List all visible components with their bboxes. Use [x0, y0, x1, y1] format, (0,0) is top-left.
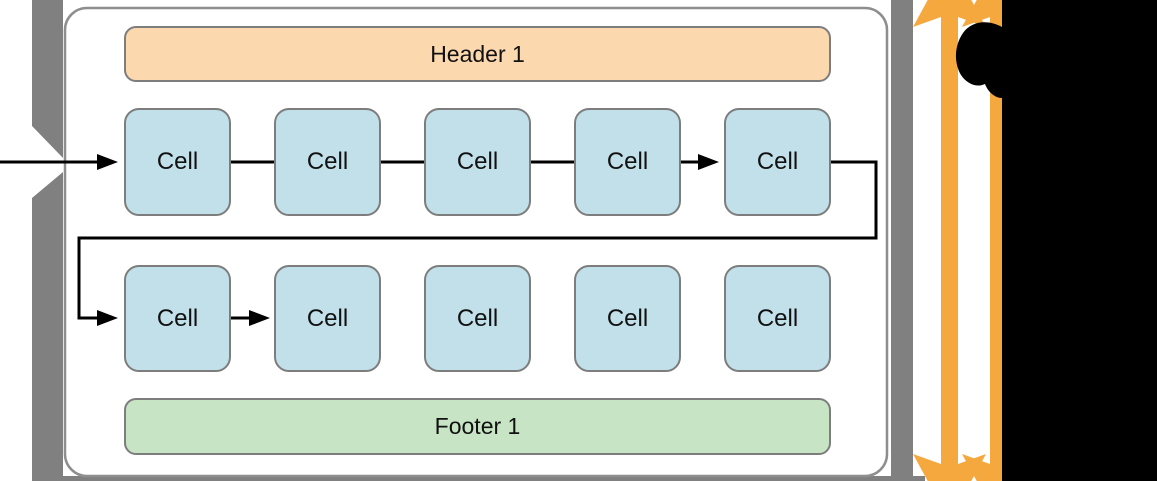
- cell-label: Cell: [456, 148, 499, 175]
- cell-label: Cell: [156, 148, 199, 175]
- cell-row2-1[interactable]: Cell: [124, 265, 231, 372]
- row2-arrowhead-1-2: [249, 310, 270, 326]
- cell-row2-2[interactable]: Cell: [274, 265, 381, 372]
- cell-label: Cell: [456, 304, 499, 332]
- cell-row2-5[interactable]: Cell: [724, 265, 831, 372]
- row1-arrowhead-4-5: [698, 154, 719, 170]
- bottom-gray-strip: [32, 476, 925, 481]
- cell-label: Cell: [156, 304, 199, 332]
- cell-row1-2[interactable]: Cell: [274, 108, 381, 216]
- cell-row2-4[interactable]: Cell: [574, 265, 681, 372]
- collection-view-canvas: [63, 6, 889, 478]
- footer-box[interactable]: Footer 1: [124, 398, 831, 455]
- cell-label: Cell: [756, 304, 799, 332]
- entry-arrowhead: [97, 154, 118, 170]
- left-gray-bar-bottom: [32, 172, 63, 481]
- partial-brace-blob: [955, 22, 1002, 99]
- masked-black-region: [1002, 0, 1157, 481]
- cell-row1-1[interactable]: Cell: [124, 108, 231, 216]
- cell-row1-4[interactable]: Cell: [574, 108, 681, 216]
- flow-arrowheads: [97, 154, 719, 326]
- cell-row1-3[interactable]: Cell: [424, 108, 531, 216]
- header-box[interactable]: Header 1: [124, 26, 831, 82]
- scroll-direction-arrow: [913, 0, 986, 481]
- flow-arrow-layer: [0, 160, 878, 320]
- cell-label: Cell: [306, 304, 349, 332]
- cell-row1-5[interactable]: Cell: [724, 108, 831, 216]
- left-gray-bar-top: [32, 0, 63, 158]
- right-gray-bar: [891, 0, 913, 481]
- footer-label: Footer 1: [434, 413, 521, 439]
- wrap-arrowhead: [97, 310, 118, 326]
- cell-label: Cell: [606, 304, 649, 332]
- cell-label: Cell: [606, 148, 649, 175]
- wrap-around-arrow-path: [77, 160, 878, 320]
- cell-label: Cell: [306, 148, 349, 175]
- cell-label: Cell: [756, 148, 799, 175]
- cell-row2-3[interactable]: Cell: [424, 265, 531, 372]
- scroll-direction-arrow-2: [962, 0, 1035, 481]
- header-label: Header 1: [430, 40, 525, 67]
